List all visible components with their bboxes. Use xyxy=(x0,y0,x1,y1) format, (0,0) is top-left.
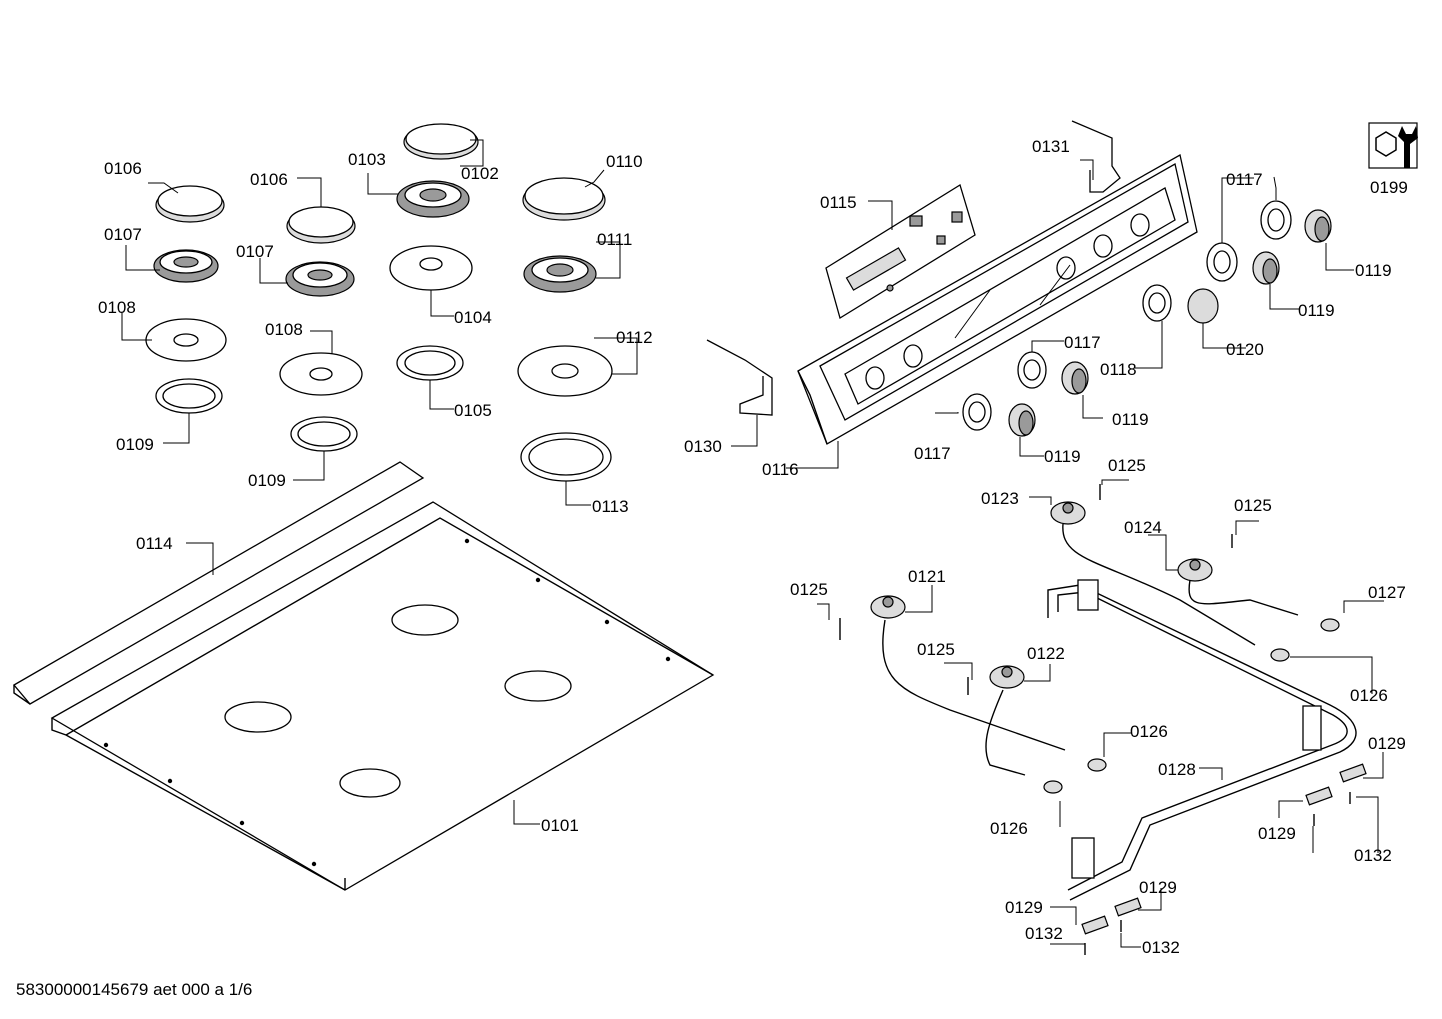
label-0130: 0130 xyxy=(684,437,722,456)
label-0128: 0128 xyxy=(1158,760,1196,779)
leader-lines xyxy=(121,139,1384,948)
label-0125: 0125 xyxy=(917,640,955,659)
gas-manifold-pipe xyxy=(1047,579,1357,901)
label-0103: 0103 xyxy=(348,150,386,169)
label-0116: 0116 xyxy=(762,460,799,479)
right-column-burner-parts xyxy=(517,177,613,482)
control-knobs xyxy=(1008,209,1332,437)
label-0125: 0125 xyxy=(1234,496,1272,515)
right-bracket xyxy=(1071,120,1121,193)
label-0126: 0126 xyxy=(990,819,1028,838)
label-0127: 0127 xyxy=(1368,583,1406,602)
label-0129: 0129 xyxy=(1258,824,1296,843)
cooktop-plate xyxy=(50,501,715,891)
label-0101: 0101 xyxy=(541,816,579,835)
label-0109: 0109 xyxy=(248,471,286,490)
label-0119: 0119 xyxy=(1355,261,1392,280)
label-0109: 0109 xyxy=(116,435,154,454)
document-code: 58300000145679 aet 000 a 1/6 xyxy=(16,980,253,999)
third-column-burner-parts xyxy=(389,123,479,381)
label-0131: 0131 xyxy=(1032,137,1070,156)
label-0119: 0119 xyxy=(1298,301,1335,320)
left-bracket xyxy=(706,339,773,416)
label-0126: 0126 xyxy=(1130,722,1168,741)
injectors-and-clips xyxy=(839,484,1367,955)
label-0107: 0107 xyxy=(104,225,142,244)
gas-valves xyxy=(870,501,1213,689)
label-0114: 0114 xyxy=(136,534,173,553)
gas-tubes xyxy=(882,523,1299,776)
label-0132: 0132 xyxy=(1142,938,1180,957)
label-0115: 0115 xyxy=(820,193,857,212)
label-0106: 0106 xyxy=(104,159,142,178)
second-column-burner-parts xyxy=(279,206,363,452)
control-panel-fascia xyxy=(797,154,1198,445)
label-0117: 0117 xyxy=(1226,170,1263,189)
wrench-nut-icon xyxy=(1368,122,1418,169)
label-0125: 0125 xyxy=(790,580,828,599)
label-0199: 0199 xyxy=(1370,178,1408,197)
part-number-labels: 0106 0107 0108 0109 0106 0107 0108 0109 … xyxy=(98,137,1408,957)
label-0117: 0117 xyxy=(914,444,951,463)
label-0121: 0121 xyxy=(908,567,946,586)
label-0119: 0119 xyxy=(1112,410,1149,429)
label-0129: 0129 xyxy=(1139,878,1177,897)
label-0122: 0122 xyxy=(1027,644,1065,663)
label-0129: 0129 xyxy=(1005,898,1043,917)
label-0108: 0108 xyxy=(265,320,303,339)
label-0125: 0125 xyxy=(1108,456,1146,475)
label-0113: 0113 xyxy=(592,497,629,516)
control-pcb xyxy=(825,184,976,320)
label-0129: 0129 xyxy=(1368,734,1406,753)
label-0108: 0108 xyxy=(98,298,136,317)
label-0102: 0102 xyxy=(461,164,499,183)
label-0111: 0111 xyxy=(597,230,632,249)
label-0132: 0132 xyxy=(1025,924,1063,943)
label-0105: 0105 xyxy=(454,401,492,420)
label-0124: 0124 xyxy=(1124,518,1162,537)
front-trim-strip xyxy=(13,461,425,705)
label-0126: 0126 xyxy=(1350,686,1388,705)
knob-bezels xyxy=(962,200,1292,431)
left-column-burner-parts xyxy=(145,185,227,414)
label-0117: 0117 xyxy=(1064,333,1101,352)
label-0118: 0118 xyxy=(1100,360,1137,379)
label-0123: 0123 xyxy=(981,489,1019,508)
label-0107: 0107 xyxy=(236,242,274,261)
label-0132: 0132 xyxy=(1354,846,1392,865)
label-0110: 0110 xyxy=(606,152,643,171)
label-0112: 0112 xyxy=(616,328,653,347)
label-0104: 0104 xyxy=(454,308,492,327)
label-0106: 0106 xyxy=(250,170,288,189)
label-0119: 0119 xyxy=(1044,447,1081,466)
label-0120: 0120 xyxy=(1226,340,1264,359)
